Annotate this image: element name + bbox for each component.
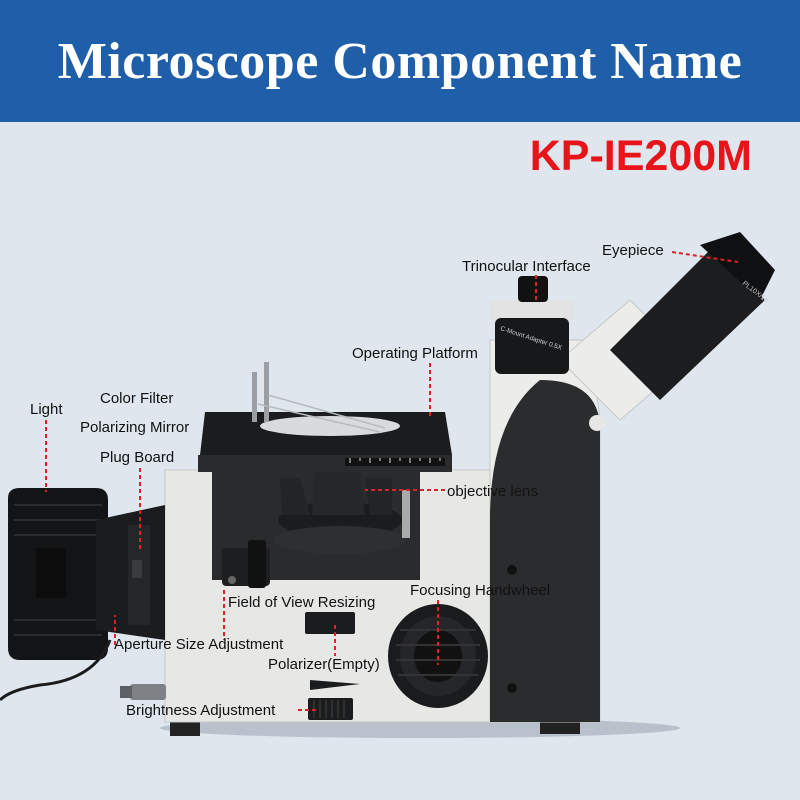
- label-aperture-size-adjustment: Aperture Size Adjustment: [114, 636, 284, 653]
- trino-collar: [490, 300, 574, 320]
- label-polarizing-mirror: Polarizing Mirror: [80, 419, 190, 436]
- label-trinocular-interface: Trinocular Interface: [462, 258, 591, 275]
- label-field-of-view-resizing: Field of View Resizing: [228, 594, 376, 611]
- polarizer-slot: [305, 612, 355, 634]
- clip-post-2: [264, 362, 269, 422]
- label-light: Light: [30, 401, 63, 418]
- label-color-filter: Color Filter: [100, 390, 174, 407]
- label-eyepiece: Eyepiece: [602, 242, 664, 259]
- label-brightness-adjustment: Brightness Adjustment: [126, 702, 276, 719]
- leader-lines: [45, 251, 739, 711]
- inner-stand: [420, 470, 455, 590]
- eyepiece-cap: [700, 232, 775, 300]
- trino-cap: [518, 276, 548, 302]
- page-title: Microscope Component Name: [57, 32, 743, 90]
- label-focusing-handwheel: Focusing Handwheel: [410, 582, 551, 599]
- label-objective-lens: objective lens: [447, 483, 538, 500]
- foot-left: [170, 722, 200, 736]
- tower-dark-panel: [490, 380, 600, 722]
- clip-post-1: [252, 372, 257, 422]
- label-plug-board: Plug Board: [100, 449, 175, 466]
- label-operating-platform: Operating Platform: [352, 345, 478, 362]
- model-number: KP-IE200M: [529, 132, 752, 180]
- power-cable: [0, 639, 112, 702]
- connector: [130, 684, 166, 700]
- label-polarizer: Polarizer(Empty): [268, 656, 380, 673]
- stage-opening: [260, 416, 400, 436]
- eyepiece-tube: [610, 250, 765, 400]
- tower-screw: [589, 415, 605, 431]
- brightness-knob: [308, 698, 353, 720]
- foot-right: [540, 722, 580, 734]
- stage-rod: [402, 490, 410, 538]
- stage-scale: [345, 458, 445, 466]
- title-banner: Microscope Component Name: [0, 0, 800, 122]
- c-mount-adapter: [495, 318, 569, 374]
